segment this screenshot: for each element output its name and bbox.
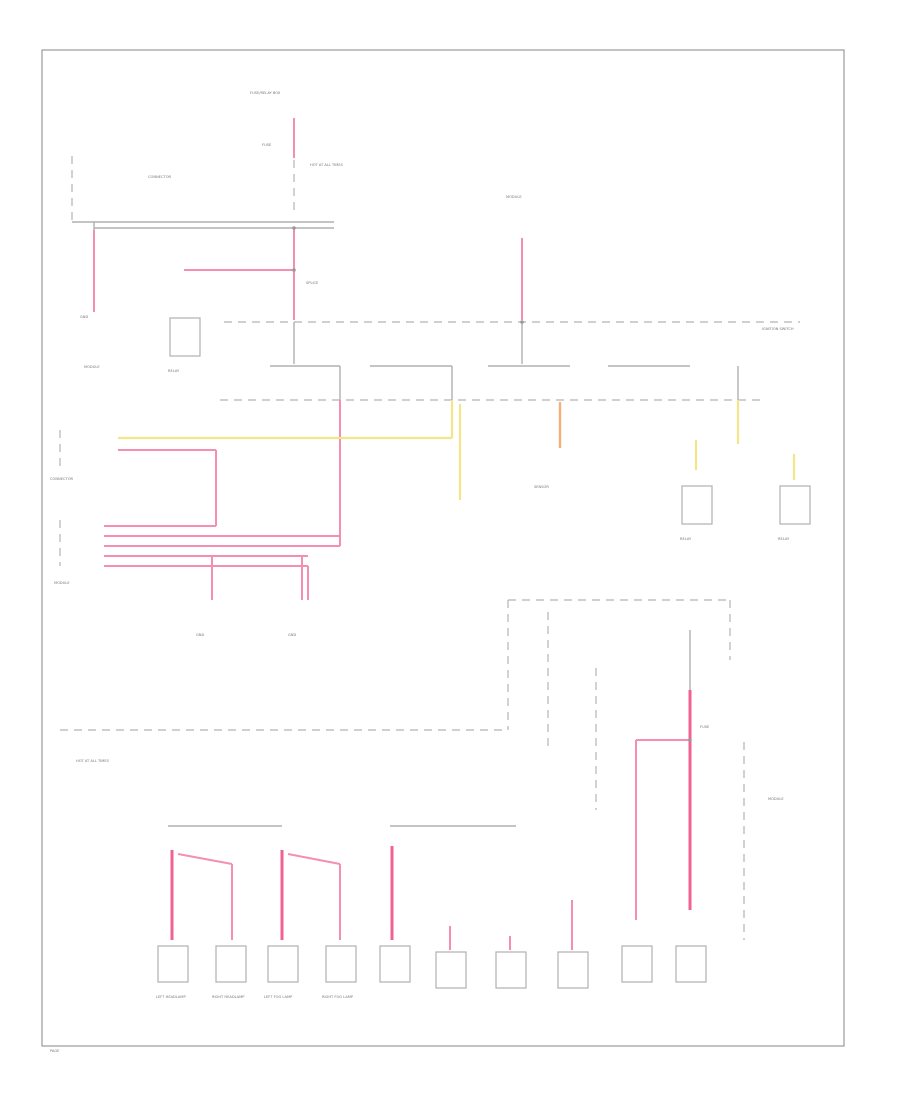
label-gnd-left: GND xyxy=(80,315,88,319)
label-fuse-main: FUSE xyxy=(262,143,272,147)
label-module-right: MODULE xyxy=(768,797,784,801)
label-right-headlamp: RIGHT HEADLAMP xyxy=(212,995,245,999)
label-ignition-switch: IGNITION SWITCH xyxy=(762,327,794,331)
label-relay-right-b: RELAY xyxy=(778,537,790,541)
label-page: PAGE xyxy=(50,1049,60,1053)
label-gnd-b: GND xyxy=(288,633,296,637)
label-left-headlamp: LEFT HEADLAMP xyxy=(156,995,186,999)
component-left-fog xyxy=(267,945,299,983)
component-bulb-a xyxy=(379,945,411,983)
diagram-frame xyxy=(41,49,845,1047)
component-fuse-a xyxy=(621,945,653,983)
component-fuse-b xyxy=(675,945,707,983)
component-sensor-c xyxy=(557,951,589,989)
component-relay-left xyxy=(169,317,201,357)
component-right-headlamp xyxy=(215,945,247,983)
harness-bundle xyxy=(104,525,340,600)
label-hot-at-all-times: HOT AT ALL TIMES xyxy=(310,163,344,167)
label-relay-left: RELAY xyxy=(168,369,180,373)
label-left-fog: LEFT FOG LAMP xyxy=(264,995,293,999)
label-module-left: MODULE xyxy=(84,365,100,369)
label-splice-top: SPLICE xyxy=(306,281,319,285)
label-gnd-a: GND xyxy=(196,633,204,637)
component-relay-right-a xyxy=(681,485,713,525)
label-right-fog: RIGHT FOG LAMP xyxy=(322,995,354,999)
label-hot-bottom: HOT AT ALL TIMES xyxy=(76,759,110,763)
switch-contacts xyxy=(270,365,739,400)
label-module-mid: MODULE xyxy=(506,195,522,199)
component-sensor-b xyxy=(495,951,527,989)
headlamp-circuits xyxy=(170,846,573,950)
label-sensor-mid: SENSOR xyxy=(534,485,549,489)
label-module-harness: MODULE xyxy=(54,581,70,585)
label-connector-left: CONNECTOR xyxy=(50,477,74,481)
label-top-fuse-block: FUSE/RELAY BOX xyxy=(250,91,281,95)
component-relay-right-b xyxy=(779,485,811,525)
label-relay-right-a: RELAY xyxy=(680,537,692,541)
component-sensor-a xyxy=(435,951,467,989)
label-top-note: CONNECTOR xyxy=(148,175,172,179)
component-right-fog xyxy=(325,945,357,983)
label-fuse-right: FUSE xyxy=(700,725,710,729)
component-left-headlamp xyxy=(157,945,189,983)
